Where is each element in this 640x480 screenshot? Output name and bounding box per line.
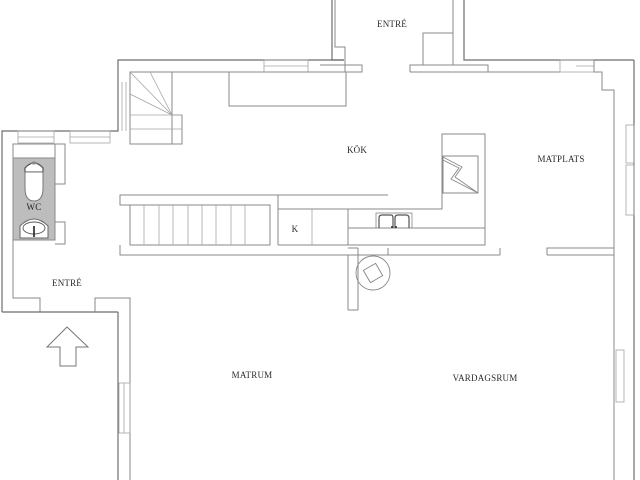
north-walls (1, 59, 635, 480)
room-label-entre-top: ENTRÉ (377, 19, 407, 29)
stove-icon (442, 155, 479, 194)
winding-stairs (121, 71, 183, 145)
room-label-vardagsrum: VARDAGSRUM (452, 373, 518, 383)
room-label-wc: WC (26, 202, 42, 212)
room-label-k: K (291, 224, 299, 234)
room-label-kok: KÖK (346, 145, 368, 155)
washbasin-icon (19, 218, 49, 239)
entrance-arrow-icon (45, 326, 90, 367)
upper-cabinet (228, 71, 347, 107)
east-partition (546, 247, 614, 256)
fireplace-icon (355, 255, 391, 291)
room-label-matplats: MATPLATS (537, 154, 585, 164)
double-sink-icon (375, 212, 413, 229)
room-label-entre-left: ENTRÉ (52, 278, 82, 288)
kitchen-counter (347, 133, 501, 311)
room-label-matrum: MATRUM (231, 370, 273, 380)
toilet-icon (24, 161, 44, 202)
wc-room (2, 130, 131, 480)
straight-stairs (119, 194, 389, 256)
top-entry-walls (320, 0, 634, 73)
